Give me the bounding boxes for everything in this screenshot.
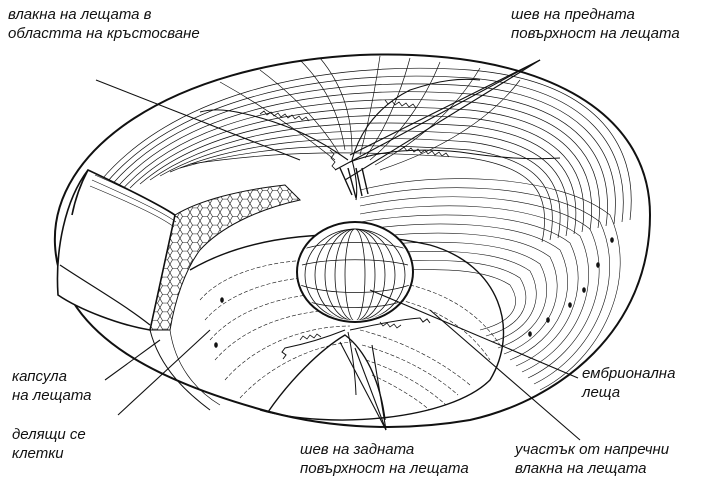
fiber-nuclei [214,237,614,348]
label-posterior-suture-line1: шев на задната [300,441,415,458]
dividing-cells-layer [149,184,301,411]
label-fibers-crossing-line2: областта на кръстосване [8,25,200,42]
leader-anterior-c [344,59,541,181]
label-cross-section: участък от напречни влакна на лещата [515,440,669,478]
label-embryonic-lens-line1: ембрионална [582,365,676,382]
label-dividing-cells-line1: делящи се [12,426,86,443]
leader-posterior-c [371,344,387,431]
label-dividing-cells-line2: клетки [12,445,64,462]
leader-cross-section [429,309,581,441]
label-embryonic-lens-line2: леща [582,384,621,401]
capsule-layers [89,174,179,228]
label-anterior-suture-line2: повърхност на лещата [511,25,680,42]
label-anterior-suture: шев на предната повърхност на лещата [511,5,680,43]
leader-lines [95,59,581,441]
leader-anterior-a [349,59,541,156]
posterior-suture [281,317,431,396]
leader-dividing [117,329,211,416]
label-cross-section-line1: участък от напречни [515,441,670,458]
label-capsule-line2: на лещата [12,387,92,404]
anterior-suture [199,78,561,201]
leader-embryonic [369,289,579,379]
label-capsule-line1: капсула [12,368,67,385]
label-capsule: капсула на лещата [12,367,92,405]
label-embryonic-lens: ембрионална леща [582,364,675,402]
leader-posterior-a [339,341,387,431]
label-anterior-suture-line1: шев на предната [511,6,635,23]
label-fibers-crossing-line1: влакна на лещата в [8,6,152,23]
leader-anterior-b [334,59,541,171]
label-fibers-crossing: влакна на лещата в областта на кръстосва… [8,5,200,43]
capsule-cut [56,169,176,331]
label-cross-section-line2: влакна на лещата [515,460,647,477]
lens-fibers-top [79,55,632,243]
leader-capsule [104,339,161,381]
leader-posterior-b [354,347,387,431]
label-posterior-suture: шев на задната повърхност на лещата [300,440,469,478]
lens-fibers-right [359,178,621,391]
label-dividing-cells: делящи се клетки [12,425,86,463]
label-posterior-suture-line2: повърхност на лещата [300,460,469,477]
leader-fibers-crossing [95,79,301,161]
embryonic-lens [296,221,414,323]
